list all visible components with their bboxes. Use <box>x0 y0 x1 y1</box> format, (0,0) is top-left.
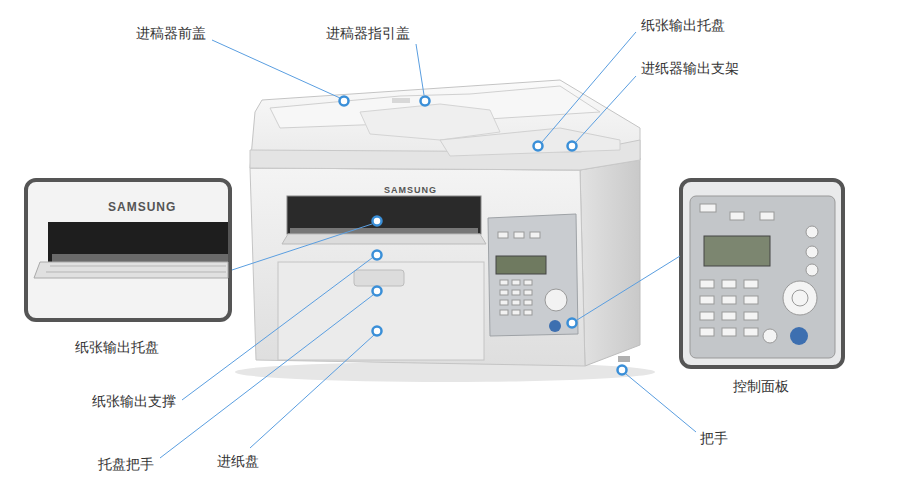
part-label: 进稿器前盖 <box>136 24 206 42</box>
part-label: 纸张输出托盘 <box>641 16 725 34</box>
part-label: 进纸器输出支架 <box>641 59 739 77</box>
part-label: 纸张输出支撑 <box>92 392 176 410</box>
brand-logo: SAMSUNG <box>108 199 176 215</box>
brand-logo: SAMSUNG <box>384 184 437 197</box>
part-label: 托盘把手 <box>98 455 154 473</box>
part-label: 控制面板 <box>733 377 789 395</box>
part-label: 把手 <box>700 429 728 447</box>
part-label: 进纸盘 <box>217 452 259 470</box>
part-label: 纸张输出托盘 <box>75 338 159 356</box>
part-label: 进稿器指引盖 <box>326 24 410 42</box>
